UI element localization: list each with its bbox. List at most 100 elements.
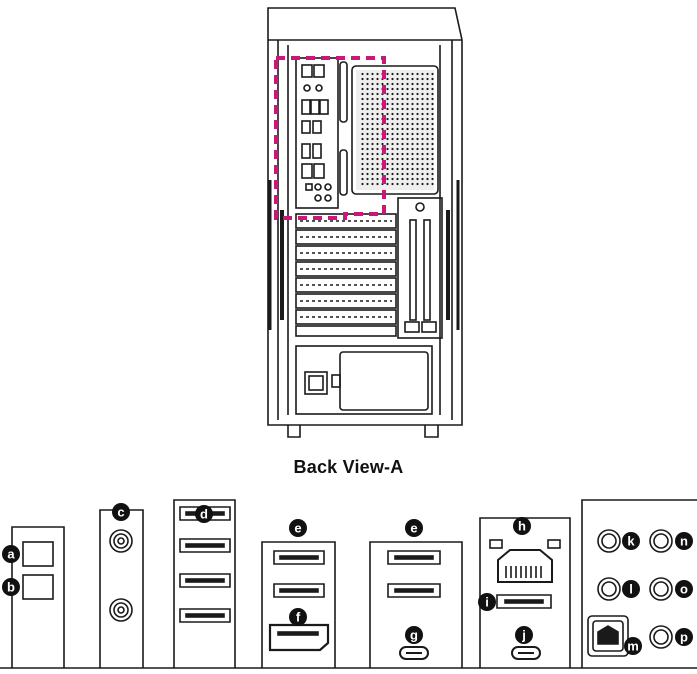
- mesh-dot: [376, 87, 379, 91]
- mesh-dot: [401, 117, 404, 121]
- mesh-dot: [431, 72, 434, 76]
- mesh-dot: [386, 127, 389, 131]
- mesh-dot: [426, 82, 429, 86]
- badge-m-text: m: [627, 639, 639, 654]
- badge-e1-text: e: [294, 521, 301, 536]
- mesh-dot: [386, 72, 389, 76]
- mesh-dot: [391, 107, 394, 111]
- mesh-dot: [416, 182, 419, 186]
- button-b-shape: [22, 574, 54, 600]
- mesh-dot: [376, 102, 379, 106]
- mesh-dot: [391, 167, 394, 171]
- mesh-dot: [411, 112, 414, 116]
- mesh-dot: [361, 142, 364, 146]
- mesh-dot: [416, 137, 419, 141]
- mesh-dot: [376, 152, 379, 156]
- mesh-dot: [416, 77, 419, 81]
- usb-a-port-e1a-icon: [273, 550, 325, 565]
- mesh-dot: [396, 92, 399, 96]
- mesh-dot: [361, 162, 364, 166]
- mesh-dot: [406, 172, 409, 176]
- mesh-dot: [431, 122, 434, 126]
- mesh-dot: [406, 122, 409, 126]
- mesh-dot: [391, 142, 394, 146]
- mesh-dot: [381, 172, 384, 176]
- mesh-dot: [426, 77, 429, 81]
- mesh-dot: [416, 72, 419, 76]
- badge-k-text: k: [627, 534, 635, 549]
- mesh-dot: [396, 167, 399, 171]
- mesh-dot: [376, 117, 379, 121]
- mesh-dot: [416, 132, 419, 136]
- mesh-dot: [391, 147, 394, 151]
- badge-j-text: j: [521, 628, 526, 643]
- antenna-connector-top-icon: [109, 529, 133, 553]
- mesh-dot: [361, 167, 364, 171]
- mesh-dot: [411, 137, 414, 141]
- mesh-dot: [371, 147, 374, 151]
- badge-o: o: [675, 580, 693, 598]
- mesh-dot: [421, 152, 424, 156]
- mesh-dot: [401, 127, 404, 131]
- mesh-dot: [431, 162, 434, 166]
- mesh-dot: [371, 97, 374, 101]
- mesh-dot: [411, 107, 414, 111]
- mesh-dot: [401, 97, 404, 101]
- mesh-dot: [381, 127, 384, 131]
- mesh-dot: [376, 177, 379, 181]
- usb-group-d-frame: [173, 499, 236, 668]
- mesh-dot: [371, 162, 374, 166]
- mesh-dot: [426, 157, 429, 161]
- mesh-dot: [366, 172, 369, 176]
- mesh-dot: [391, 162, 394, 166]
- mesh-dot: [396, 162, 399, 166]
- mesh-dot: [371, 102, 374, 106]
- usb-c-port-j-icon: [511, 646, 541, 660]
- mesh-dot: [366, 107, 369, 111]
- mesh-dot: [361, 102, 364, 106]
- mesh-dot: [431, 77, 434, 81]
- mesh-dot: [386, 82, 389, 86]
- badge-g-text: g: [410, 628, 418, 643]
- mesh-dot: [366, 72, 369, 76]
- mesh-dot: [401, 92, 404, 96]
- mesh-dot: [391, 122, 394, 126]
- mesh-dot: [416, 157, 419, 161]
- mesh-dot: [416, 147, 419, 151]
- mesh-dot: [381, 157, 384, 161]
- mesh-dot: [426, 182, 429, 186]
- mesh-dot: [416, 127, 419, 131]
- badge-f-text: f: [296, 610, 301, 625]
- mesh-dot: [396, 72, 399, 76]
- mesh-dot: [406, 107, 409, 111]
- mesh-dot: [431, 142, 434, 146]
- mesh-dot: [371, 132, 374, 136]
- mesh-dot: [421, 142, 424, 146]
- mesh-dot: [401, 157, 404, 161]
- mesh-dot: [391, 127, 394, 131]
- mesh-dot: [401, 72, 404, 76]
- mesh-dot: [396, 177, 399, 181]
- mesh-dot: [391, 87, 394, 91]
- usb-a-port-i-icon: [496, 594, 552, 609]
- mesh-dot: [411, 92, 414, 96]
- mesh-dot: [396, 97, 399, 101]
- mesh-dot: [386, 112, 389, 116]
- mesh-dot: [426, 112, 429, 116]
- usb-a-port-e1b-icon: [273, 583, 325, 598]
- mesh-dot: [401, 77, 404, 81]
- mesh-dot: [361, 132, 364, 136]
- back-view-caption: Back View-A: [293, 457, 404, 477]
- mesh-dot: [361, 107, 364, 111]
- mesh-dot: [371, 152, 374, 156]
- mesh-dot: [391, 112, 394, 116]
- badge-a: a: [2, 545, 20, 563]
- badge-i: i: [478, 593, 496, 611]
- mesh-dot: [406, 97, 409, 101]
- mesh-dot: [406, 87, 409, 91]
- mesh-dot: [361, 72, 364, 76]
- mesh-dot: [371, 167, 374, 171]
- mesh-dot: [361, 147, 364, 151]
- mesh-dot: [371, 122, 374, 126]
